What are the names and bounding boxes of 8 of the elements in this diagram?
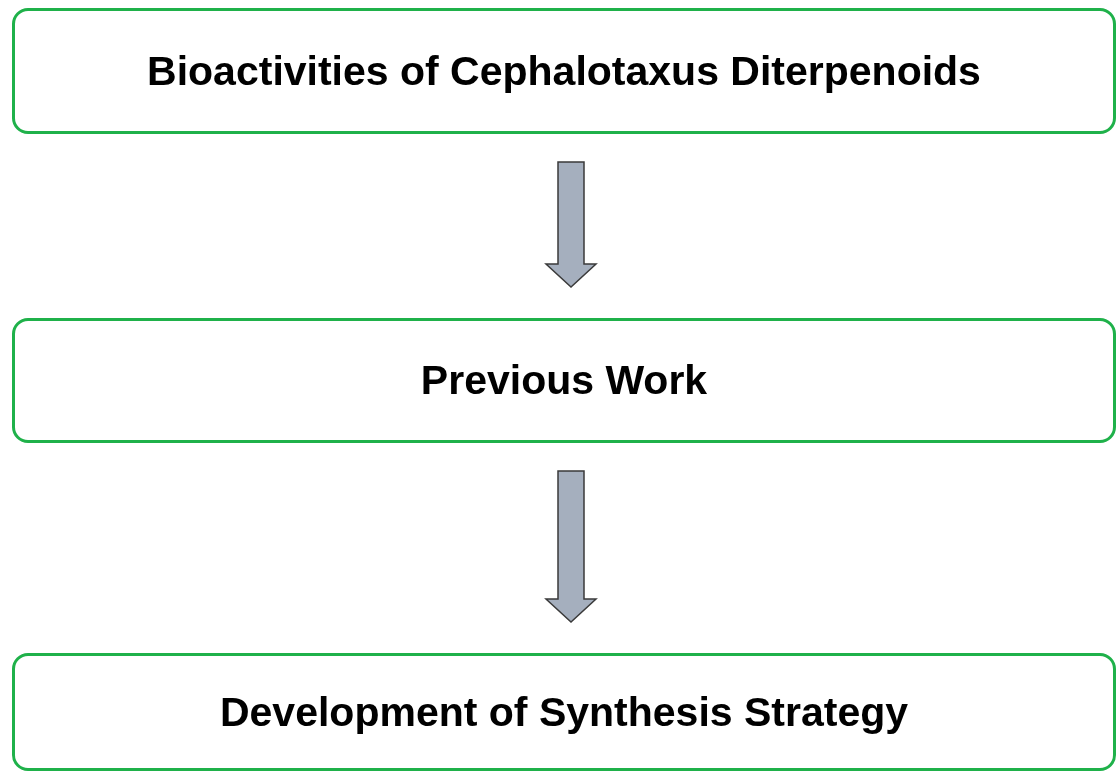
process-box: [12, 318, 1116, 443]
box-label: Development of Synthesis Strategy: [219, 688, 909, 736]
box-label: Previous Work: [420, 357, 708, 404]
arrow: [544, 470, 598, 623]
process-box: [12, 653, 1116, 771]
arrow: [544, 161, 598, 288]
process-box: [12, 8, 1116, 134]
box-label: Bioactivities of Cephalotaxus Diterpenoids: [147, 47, 981, 95]
